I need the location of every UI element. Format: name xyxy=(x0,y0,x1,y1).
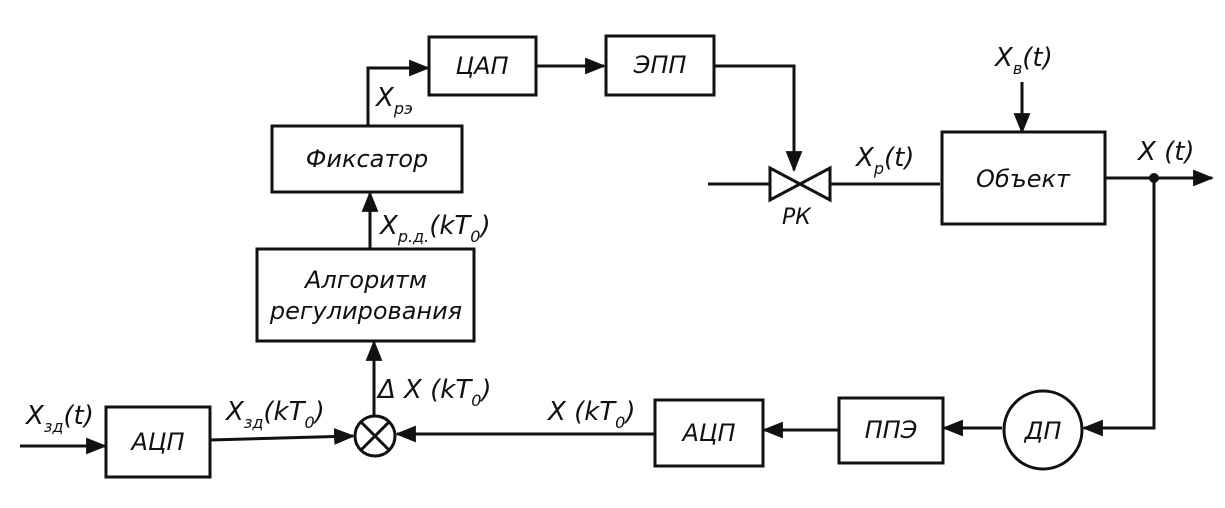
fiksator-block: Фиксатор xyxy=(270,124,464,194)
x-v-label: Xв(t) xyxy=(993,43,1053,78)
adc-left-block: АЦП xyxy=(104,405,212,479)
valve-label: РК xyxy=(782,205,812,230)
dp-label: ДП xyxy=(1024,417,1062,445)
adc-right-label: АЦП xyxy=(680,419,735,447)
x-zd-t-label: Xзд(t) xyxy=(24,401,94,436)
algorithm-block: Алгоритм регулирования xyxy=(255,247,476,343)
ppe-block: ППЭ xyxy=(837,396,945,465)
algorithm-label-line1: Алгоритм xyxy=(303,266,427,294)
adc-left-label: АЦП xyxy=(129,428,184,456)
object-block: Объект xyxy=(940,130,1107,226)
cap-label: ЦАП xyxy=(455,52,508,80)
algorithm-label-line2: регулирования xyxy=(269,297,462,325)
ppe-label: ППЭ xyxy=(865,416,918,444)
x-rd-label: Xр.д.(kT0) xyxy=(378,211,491,246)
dp-sensor: ДП xyxy=(1002,389,1084,471)
x-p-label: Xр(t) xyxy=(854,143,914,178)
x-zd-kt-label: Xзд(kT0) xyxy=(224,397,325,432)
epp-label: ЭПП xyxy=(633,51,687,79)
object-label: Объект xyxy=(976,165,1071,193)
x-rz-label: Xрэ xyxy=(374,83,413,118)
epp-block: ЭПП xyxy=(604,34,716,97)
delta-x-label: Δ X (kT0) xyxy=(376,375,492,410)
connection-lines xyxy=(20,57,1215,455)
adc-right-block: АЦП xyxy=(653,398,765,468)
regulating-valve xyxy=(768,165,832,203)
cap-block: ЦАП xyxy=(427,35,538,97)
fiksator-label: Фиксатор xyxy=(306,145,429,173)
x-kt-label: X (kT0) xyxy=(546,397,636,432)
branch-node xyxy=(1149,173,1159,183)
comparator-junction xyxy=(353,414,397,458)
x-t-label: X (t) xyxy=(1136,137,1195,167)
